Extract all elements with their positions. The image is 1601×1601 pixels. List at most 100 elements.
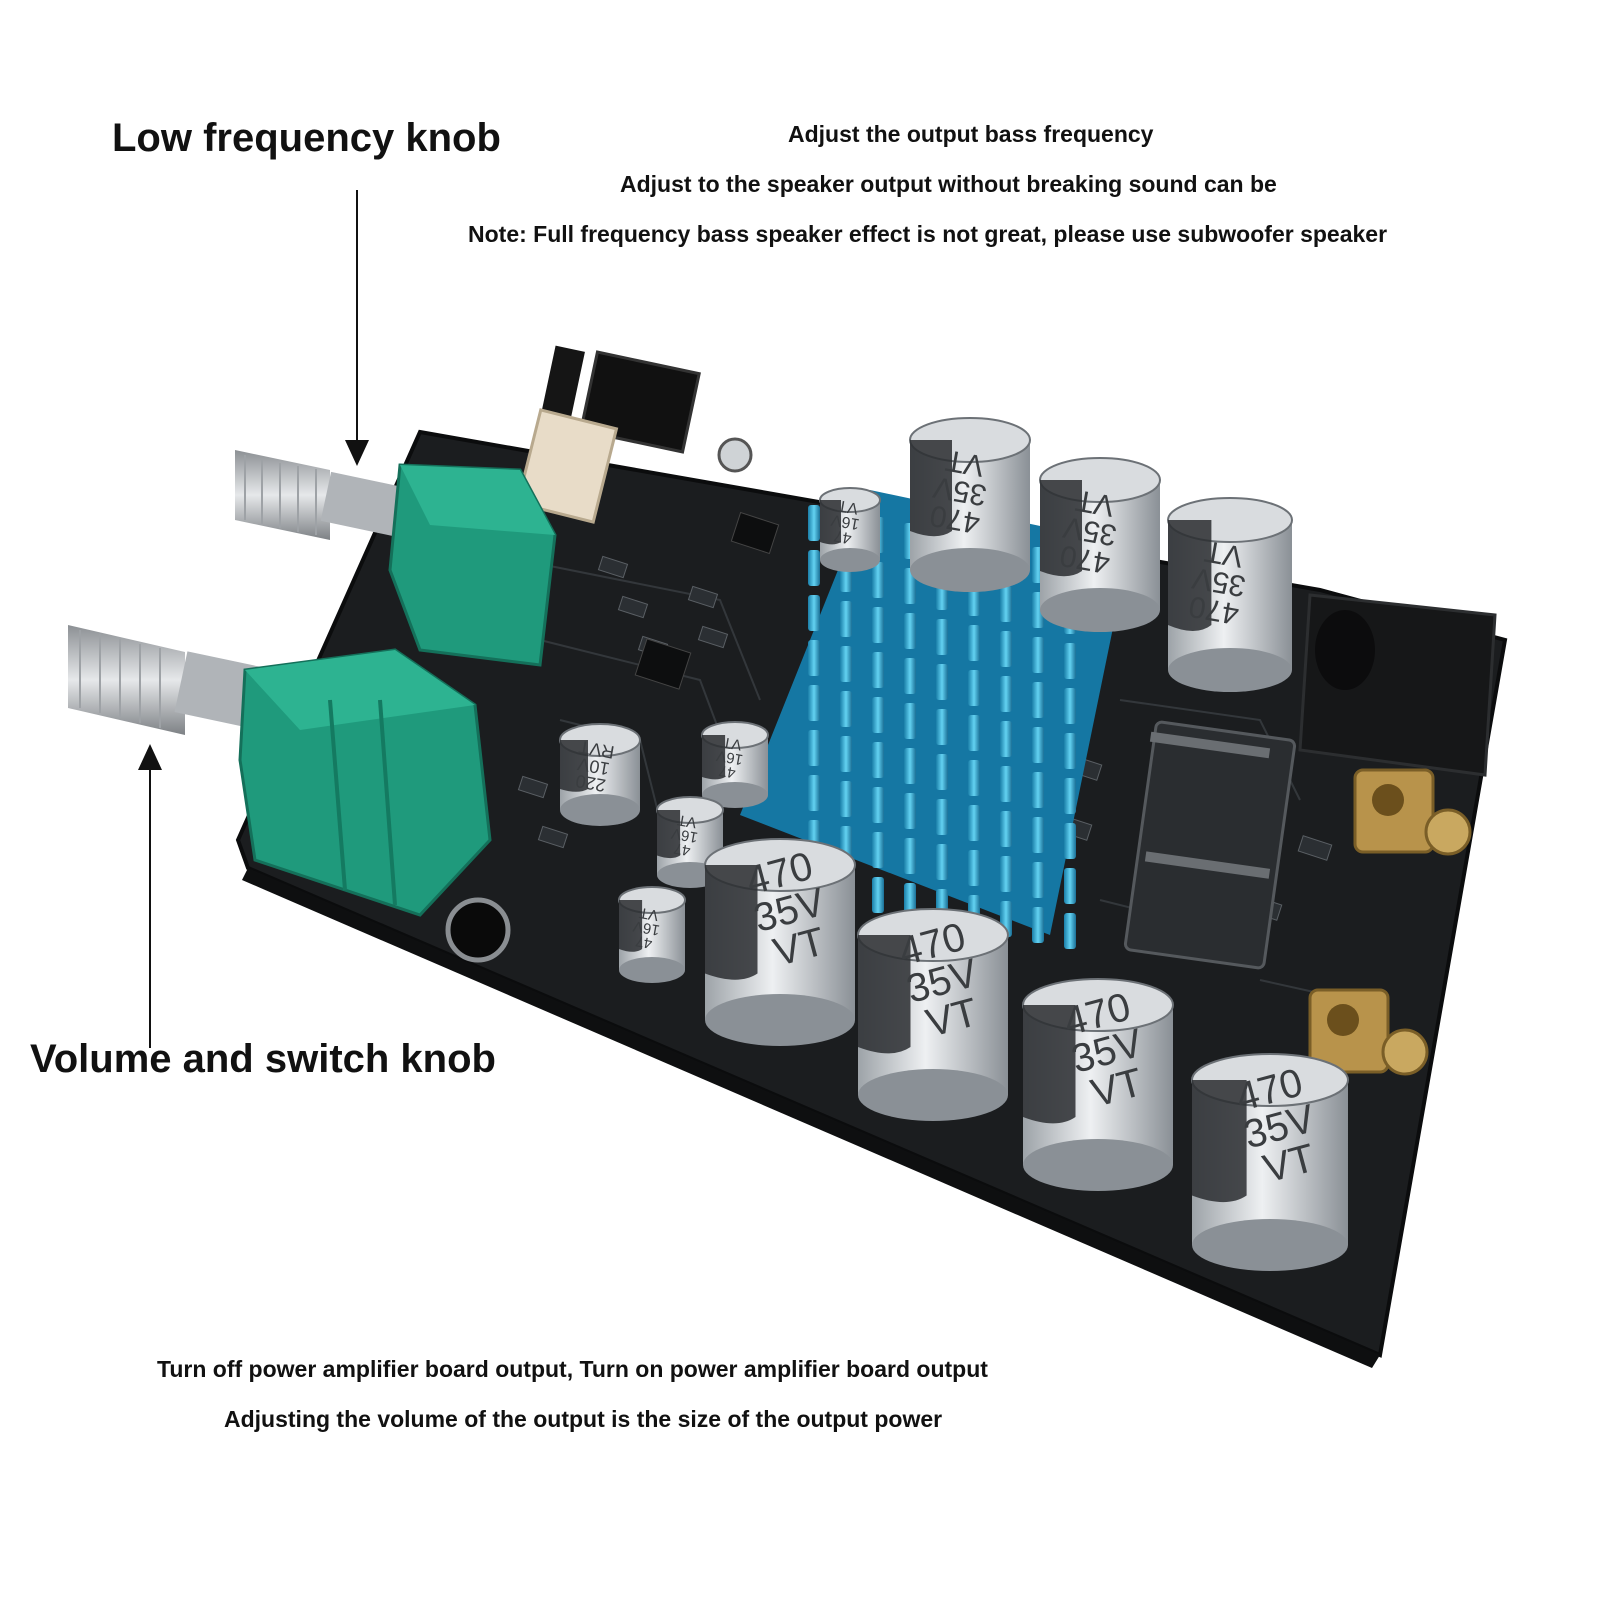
heatsink-fin [872,832,884,868]
heatsink-fin [1032,772,1044,808]
heatsink-fin [904,613,916,649]
heatsink-fin [968,715,980,751]
volume-arrow [138,744,162,1048]
capacitor-marking-text: VT [1202,534,1245,573]
inductor [1123,720,1297,970]
heatsink-fin [808,775,820,811]
heatsink-fin [1000,676,1012,712]
capacitor-marking-text: VT [638,904,660,924]
capacitor-marking-text: 47 [718,762,737,782]
heatsink-fin [904,658,916,694]
heatsink-fin [1064,868,1076,904]
heatsink-fin [840,691,852,727]
heatsink-fin [872,652,884,688]
heatsink-fin [1064,733,1076,769]
capacitor-marking-text: VT [721,733,743,753]
capacitor-marking-text: VT [836,496,859,516]
capacitor-marking-text: 16V [830,511,861,533]
heatsink-fin [936,799,948,835]
heatsink-fin [1064,823,1076,859]
heatsink-fin [872,742,884,778]
volume-desc-line-2: Adjusting the volume of the output is th… [224,1406,943,1432]
heatsink-fin [936,844,948,880]
heatsink-fin [808,505,820,541]
low-frequency-arrow [345,190,369,466]
capacitor-marking-text: 47 [634,932,653,952]
heatsink-fin [1000,631,1012,667]
capacitor-marking-text: VT [1073,483,1116,522]
capacitor-marking-text: VT [943,443,986,482]
heatsink-fin [840,736,852,772]
heatsink-fin [1032,817,1044,853]
heatsink-fin [1064,778,1076,814]
heatsink-fin [936,709,948,745]
heatsink-fin [968,760,980,796]
speaker-terminal-2 [1308,988,1429,1076]
heatsink-fin [872,607,884,643]
heatsink-fin [840,646,852,682]
heatsink-fin [904,793,916,829]
heatsink-fin [808,730,820,766]
heatsink-fin [968,850,980,886]
heatsink-fin [840,781,852,817]
capacitor-marking-text: 47 [672,839,691,859]
heatsink-fin [1000,586,1012,622]
heatsink-fin [968,670,980,706]
heatsink-fin [1000,856,1012,892]
heatsink-fin [808,685,820,721]
heatsink-fin [872,787,884,823]
heatsink-fin [904,838,916,874]
heatsink-fin [1032,637,1044,673]
volume-switch-knob-title: Volume and switch knob [30,1037,496,1081]
speaker-terminal-1 [1353,768,1472,856]
heatsink-fin [936,754,948,790]
mounting-hole [445,897,511,963]
heatsink-fin [904,703,916,739]
heatsink-fin [1064,913,1076,949]
heatsink-fin [936,664,948,700]
heatsink-fin [872,877,884,913]
heatsink-fin [1000,721,1012,757]
heatsink-fin [968,805,980,841]
heatsink-fin [1032,907,1044,943]
low-frequency-desc-line-3: Note: Full frequency bass speaker effect… [468,221,1388,247]
low-frequency-desc-line-1: Adjust the output bass frequency [788,121,1154,147]
heatsink-fin [904,568,916,604]
ic-chip-2 [730,511,780,555]
heatsink-fin [1000,811,1012,847]
heatsink-fin [808,640,820,676]
heatsink-fin [872,697,884,733]
heatsink-fin [872,562,884,598]
heatsink-fin [1064,688,1076,724]
heatsink-fin [968,625,980,661]
heatsink-fin [840,601,852,637]
heatsink-fin [808,595,820,631]
capacitor-marking-text: 16V [632,917,661,938]
heatsink-fin [1032,727,1044,763]
xh-connector [515,408,619,524]
heatsink-fin [808,550,820,586]
volume-switch-potentiometer [68,625,492,917]
low-frequency-knob-title: Low frequency knob [112,116,501,160]
heatsink-fin [1032,682,1044,718]
capacitor-marking-text: 16V [715,747,744,768]
heatsink-fin [936,619,948,655]
heatsink-fin [1064,643,1076,679]
low-frequency-desc-line-2: Adjust to the speaker output without bre… [620,171,1277,197]
capacitor-marking-text: 16V [670,824,699,845]
pcb-edge [242,868,1380,1368]
heatsink-fin [1032,862,1044,898]
